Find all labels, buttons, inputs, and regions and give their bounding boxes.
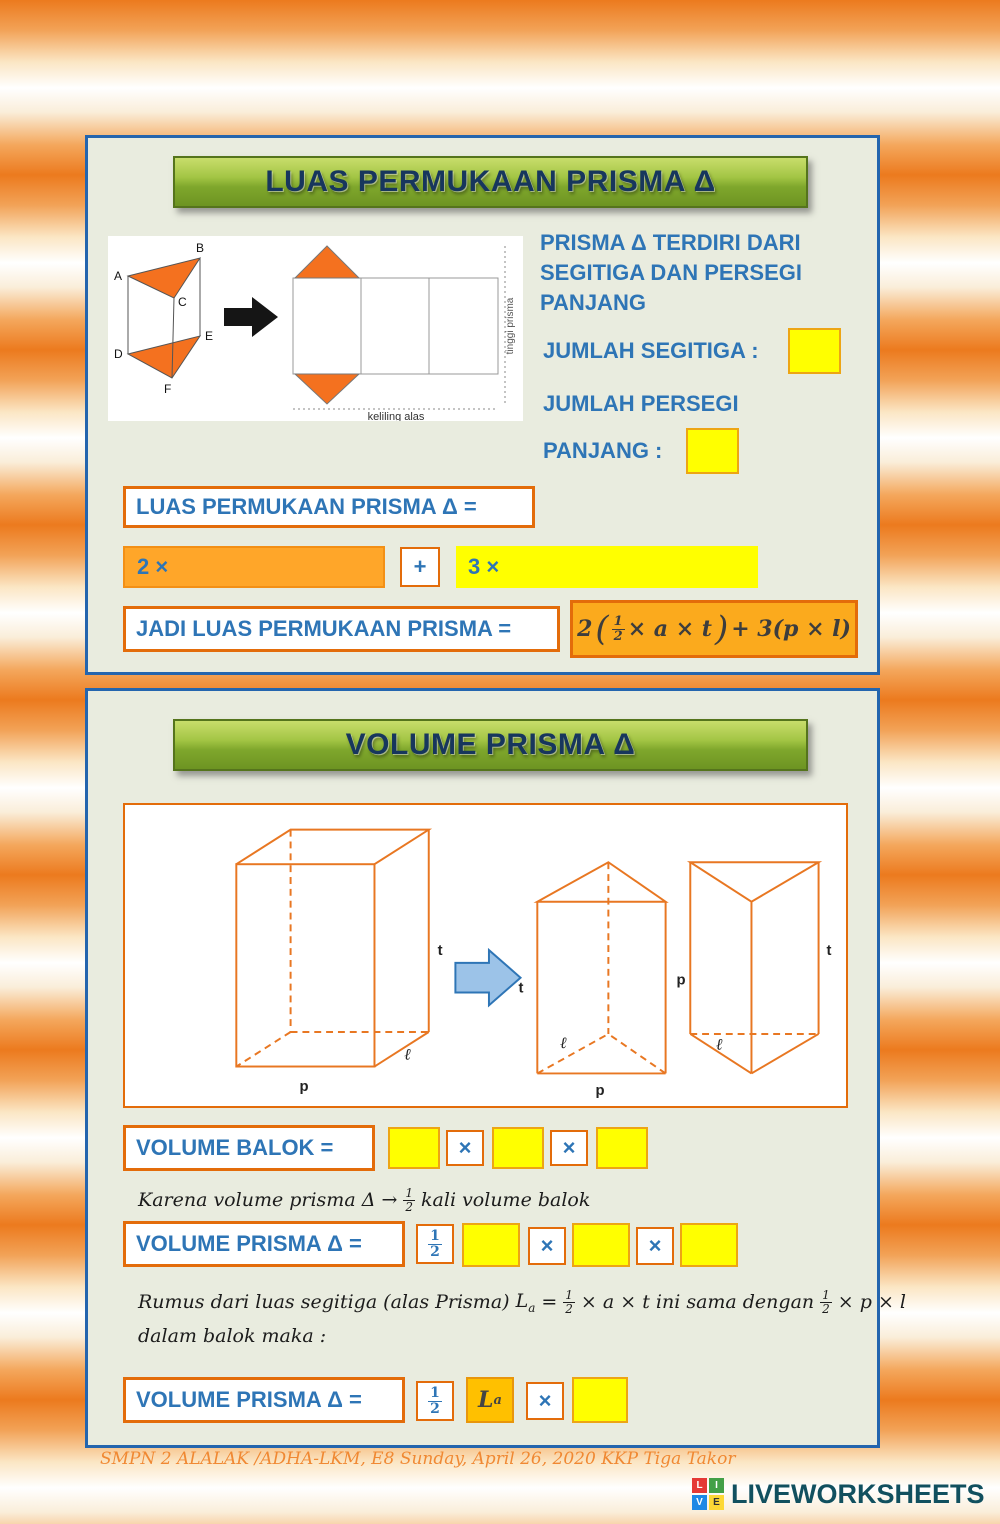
term1-answer-area[interactable]: 2 × (123, 546, 385, 588)
term1-prefix: 2 × (137, 554, 169, 579)
panel2-title: VOLUME PRISMA Δ (345, 728, 636, 761)
vertex-label-d: D (114, 347, 123, 361)
la-symbol-inline: La (515, 1289, 536, 1315)
prisma-a-t-label: t (519, 981, 524, 997)
times-operator-2: × (550, 1130, 588, 1166)
balok-prisma-figure: t ℓ p t ℓ p t p ℓ (123, 803, 848, 1108)
panel1-title: LUAS PERMUKAAN PRISMA Δ (265, 165, 716, 198)
volume-balok-input-1[interactable] (388, 1127, 440, 1169)
result-label: JADI LUAS PERMUKAAN PRISMA = (123, 606, 560, 652)
jumlah-segitiga-label: JUMLAH SEGITIGA : (543, 338, 759, 363)
net-sketch (292, 245, 499, 405)
prism-net-figure: A B C D E F tinggi prisma keliling alas (108, 236, 523, 423)
footer-watermark: SMPN 2 ALALAK /ADHA-LKM, E8 Sunday, Apri… (100, 1449, 736, 1469)
intro-line-3: PANJANG (540, 290, 646, 315)
intro-line-2: SEGITIGA DAN PERSEGI (540, 260, 803, 285)
formula-open-paren: ( (595, 609, 609, 649)
prism-net-diagram: A B C D E F tinggi prisma keliling alas (114, 241, 516, 423)
volume-balok-input-3[interactable] (596, 1127, 648, 1169)
unfold-arrow-icon (224, 297, 278, 337)
volume-balok-label-text: VOLUME BALOK = (136, 1135, 334, 1160)
plus-sign: + (413, 554, 427, 579)
vertex-label-a: A (114, 269, 122, 283)
vertex-label-c: C (178, 295, 187, 309)
note-rumus-line1: Rumus dari luas segitiga (alas Prisma) L… (138, 1288, 906, 1316)
balok-sketch (235, 828, 433, 1068)
volume-panel: VOLUME PRISMA Δ (85, 688, 906, 1448)
volume-balok-label: VOLUME BALOK = (123, 1125, 375, 1171)
vertex-label-e: E (205, 329, 213, 343)
balok-p-label: p (299, 1079, 308, 1095)
formula-tail: + 3(p × l) (731, 616, 851, 642)
prisma-b-l-label: ℓ (716, 1035, 723, 1054)
prisma-a-l-label: ℓ (560, 1033, 567, 1052)
term2-prefix: 3 × (468, 554, 500, 579)
times-operator-4: × (636, 1227, 674, 1265)
panel1-header: LUAS PERMUKAAN PRISMA Δ (173, 156, 808, 208)
prisma-a-sketch (533, 861, 669, 1075)
times-operator-1: × (446, 1130, 484, 1166)
volume-prisma-label-2: VOLUME PRISMA Δ = (123, 1377, 405, 1423)
volume-prisma-final-input[interactable] (572, 1377, 628, 1423)
transform-arrow-icon (454, 947, 523, 1008)
prisma-b-sketch (686, 861, 823, 1075)
result-label-text: JADI LUAS PERMUKAAN PRISMA = (136, 616, 512, 641)
formula-body: × a × t (627, 616, 712, 642)
term2-answer-area[interactable]: 3 × (456, 546, 758, 588)
times-operator-5: × (526, 1382, 564, 1420)
jumlah-persegi-label-line2: PANJANG : (543, 438, 663, 463)
keliling-alas-label: keliling alas (368, 411, 425, 421)
intro-line-1: PRISMA Δ TERDIRI DARI (540, 230, 801, 255)
tinggi-prisma-label: tinggi prisma (505, 297, 516, 354)
panel2-header: VOLUME PRISMA Δ (173, 719, 808, 771)
prism-sketch (126, 257, 202, 379)
volume-prisma-label-1: VOLUME PRISMA Δ = (123, 1221, 405, 1267)
formula-lead: 2 (577, 616, 593, 642)
surface-area-label: LUAS PERMUKAAN PRISMA Δ = (123, 486, 535, 528)
vertex-label-b: B (196, 241, 204, 255)
jumlah-segitiga-input[interactable] (788, 328, 841, 374)
balok-prisma-diagram: t ℓ p t ℓ p t p ℓ (235, 828, 831, 1099)
volume-prisma-input-3[interactable] (680, 1223, 738, 1267)
jumlah-persegi-input[interactable] (686, 428, 739, 474)
balok-l-label: ℓ (404, 1045, 411, 1064)
volume-prisma-input-2[interactable] (572, 1223, 630, 1267)
formula-close-paren: ) (714, 609, 729, 649)
volume-prisma-input-1[interactable] (462, 1223, 520, 1267)
surface-area-label-text: LUAS PERMUKAAN PRISMA Δ = (136, 494, 477, 519)
prisma-b-p-label: p (676, 973, 685, 989)
volume-balok-input-2[interactable] (492, 1127, 544, 1169)
liveworksheets-wordmark: LIVEWORKSHEETS (731, 1479, 985, 1509)
times-operator-3: × (528, 1227, 566, 1265)
prisma-b-t-label: t (826, 943, 831, 959)
note-rumus-line2: dalam balok maka : (138, 1325, 327, 1347)
liveworksheets-logo[interactable]: L I V E LIVEWORKSHEETS (692, 1478, 985, 1511)
plus-operator: + (400, 547, 440, 587)
liveworksheets-icon: L I V E (692, 1478, 725, 1511)
prisma-a-p-label: p (596, 1083, 605, 1099)
intro-text: PRISMA Δ TERDIRI DARI SEGITIGA DAN PERSE… (540, 228, 802, 318)
jumlah-persegi-label-line1: JUMLAH PERSEGI (543, 391, 739, 416)
balok-t-label: t (438, 943, 443, 959)
surface-area-panel: LUAS PERMUKAAN PRISMA Δ A B C D E F (85, 135, 880, 675)
vertex-label-f: F (164, 382, 171, 396)
